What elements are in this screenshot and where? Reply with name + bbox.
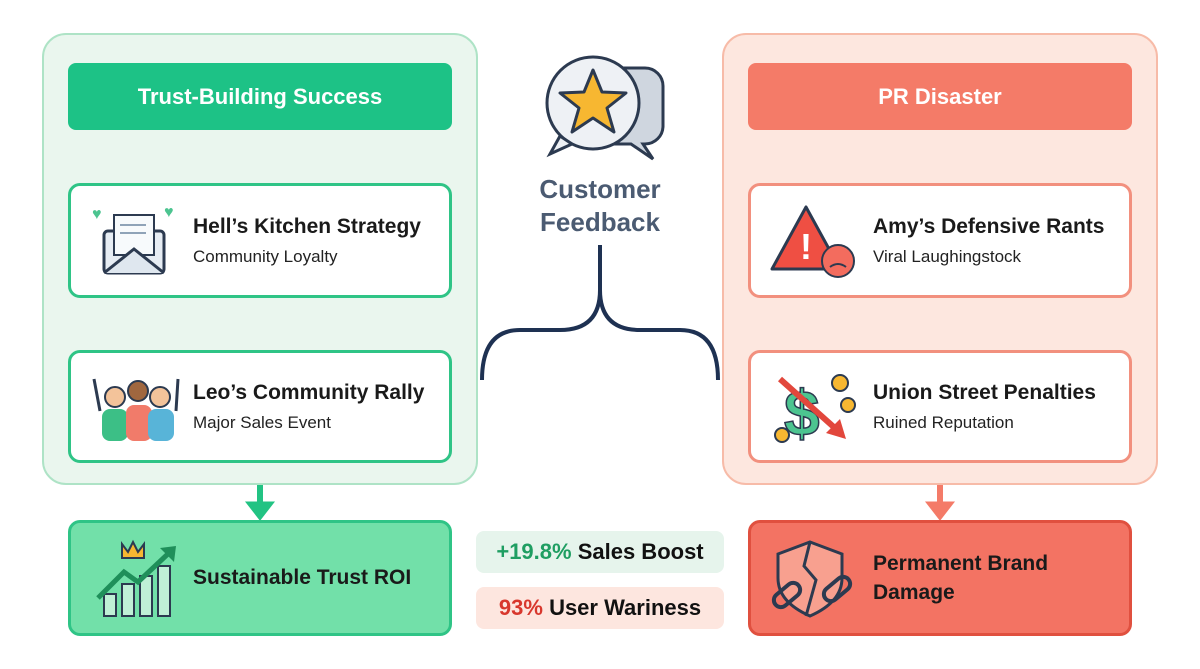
warning-angry-face-icon: ! bbox=[765, 196, 865, 286]
stat-label: Sales Boost bbox=[577, 539, 704, 564]
broken-shield-chain-icon bbox=[765, 533, 865, 623]
outcome-title: Permanent Brand Damage bbox=[873, 552, 1049, 604]
stat-label: User Wariness bbox=[549, 595, 702, 620]
step-title: Leo’s Community Rally bbox=[193, 380, 425, 404]
step-title: Amy’s Defensive Rants bbox=[873, 214, 1105, 238]
pr-disaster-header: PR Disaster bbox=[748, 63, 1132, 130]
star-speech-bubble-icon bbox=[545, 55, 665, 161]
feedback-brace bbox=[480, 245, 720, 381]
step-subtitle: Major Sales Event bbox=[193, 412, 331, 432]
step-title: Hell’s Kitchen Strategy bbox=[193, 214, 421, 238]
outcome-title: Sustainable Trust ROI bbox=[193, 566, 412, 589]
falling-dollar-icon: $ bbox=[765, 362, 865, 452]
stat-sales-boost: +19.8% Sales Boost bbox=[476, 531, 724, 573]
step-title: Union Street Penalties bbox=[873, 380, 1096, 404]
svg-text:!: ! bbox=[800, 226, 812, 267]
svg-text:♥: ♥ bbox=[164, 204, 174, 221]
stat-user-wariness: 93% User Wariness bbox=[476, 587, 724, 629]
growth-chart-crown-icon bbox=[85, 533, 185, 623]
outcome-brand-damage: Permanent Brand Damage bbox=[748, 520, 1132, 636]
step-subtitle: Viral Laughingstock bbox=[873, 246, 1022, 266]
stat-value: 93% bbox=[498, 595, 543, 620]
step-subtitle: Community Loyalty bbox=[193, 246, 338, 266]
cheering-crowd-icon bbox=[85, 362, 185, 452]
outcome-sustainable-trust: Sustainable Trust ROI bbox=[68, 520, 452, 636]
step-subtitle: Ruined Reputation bbox=[873, 412, 1014, 432]
trust-building-header: Trust-Building Success bbox=[68, 63, 452, 130]
svg-text:♥: ♥ bbox=[92, 206, 102, 223]
envelope-hearts-icon: ♥♥ bbox=[85, 196, 185, 286]
stat-value: +19.8% bbox=[496, 539, 572, 564]
